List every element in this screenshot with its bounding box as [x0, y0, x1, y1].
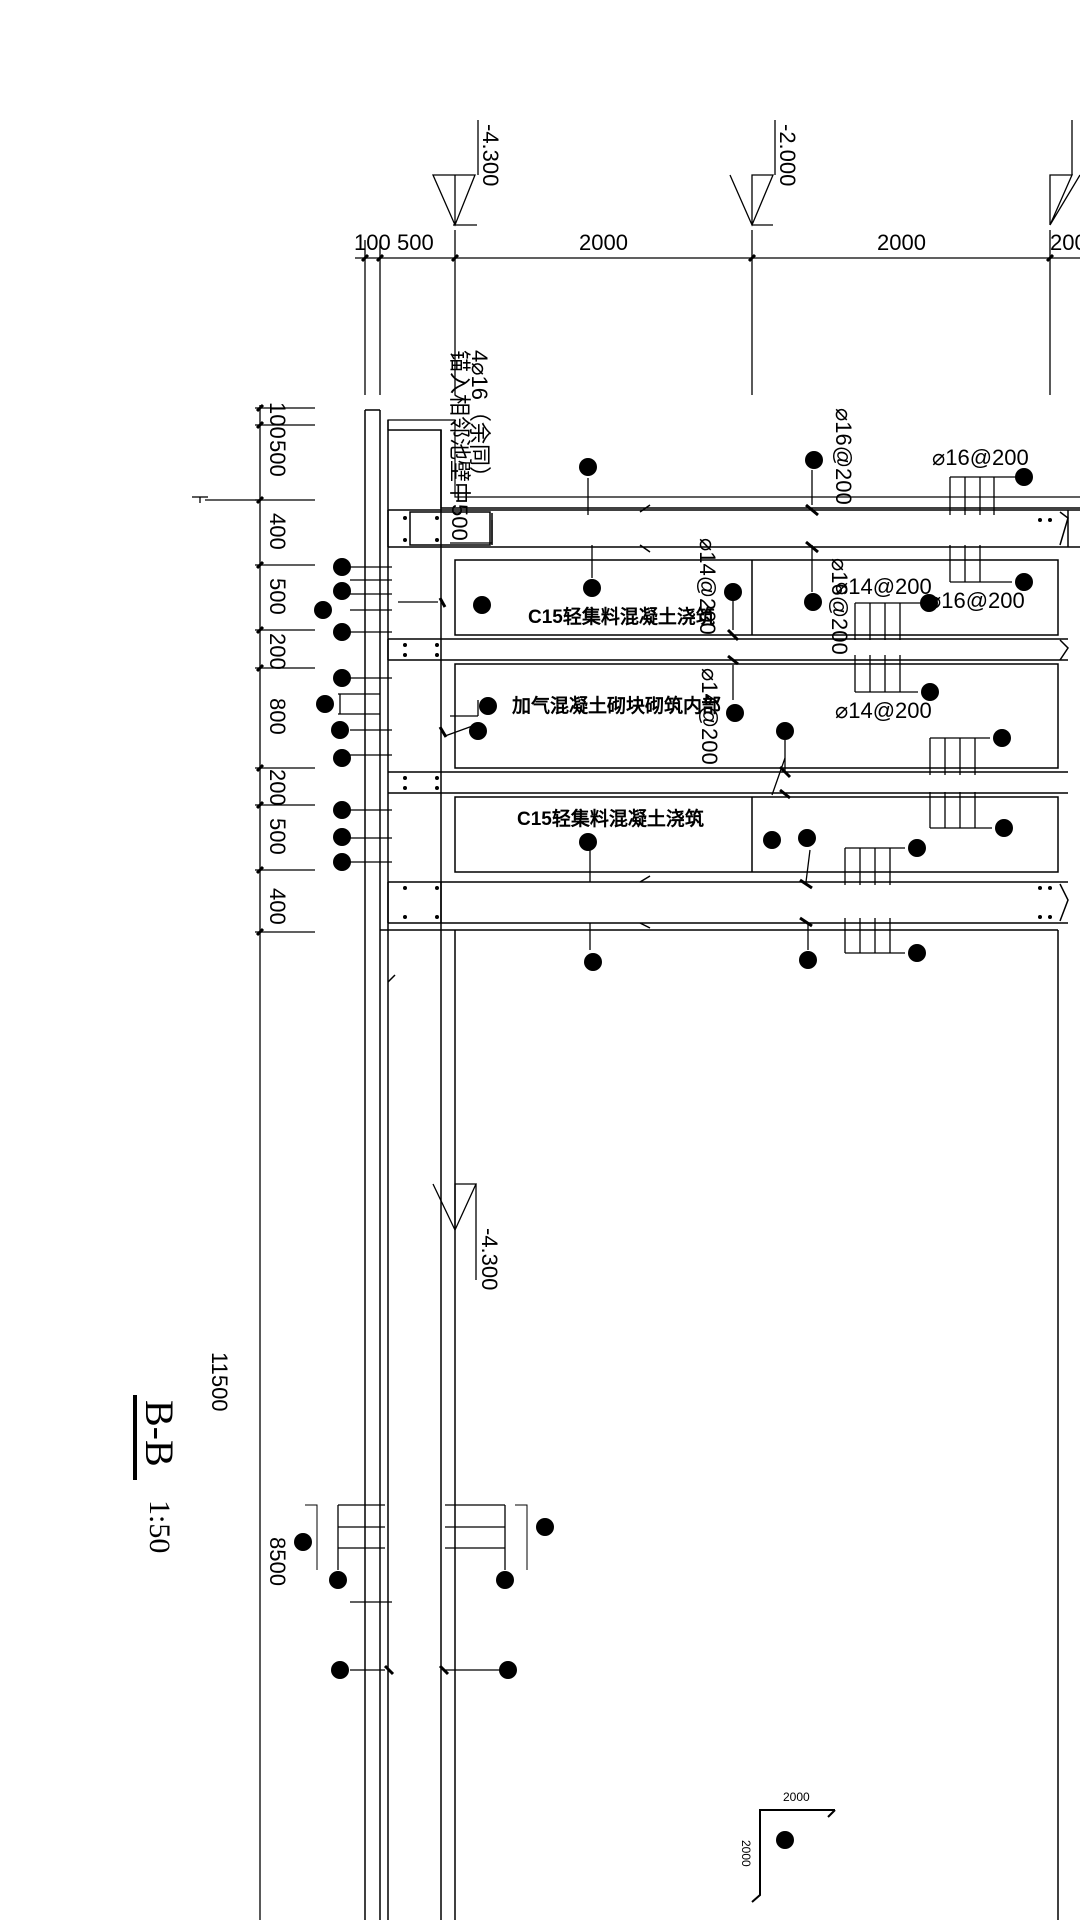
fill-note-c15-top: C15轻集料混凝土浇筑 — [528, 605, 715, 628]
bubble-1b-bottom: 1b — [497, 1573, 512, 1588]
dim-top-500: 500 — [397, 230, 434, 255]
bubble-29-top: 29 — [585, 581, 599, 596]
elevation-label-3: -4.300 — [477, 1228, 502, 1290]
elevation-marker-3 — [1049, 120, 1080, 226]
rebar-label-v1: ⌀16@200 — [831, 408, 856, 505]
elevation-marker-2 — [729, 174, 774, 227]
bubble-18-mid: 18 — [801, 953, 815, 968]
bubble-14-left: 14 — [335, 584, 350, 599]
side-dimension-chain — [192, 403, 315, 1920]
bubble-28-top: 28 — [581, 460, 595, 475]
rebar-label-r1: ⌀16@200 — [932, 445, 1029, 470]
dim-side-200: 200 — [265, 633, 290, 670]
bubble-4b: 4 — [998, 731, 1006, 746]
bubble-3a-left: 3a — [333, 723, 348, 738]
bubble-16-left-b: 16 — [335, 803, 349, 818]
bubble-15-left: 15 — [335, 671, 349, 686]
dim-top-100: 100 — [354, 230, 391, 255]
bubble-6: 6 — [913, 946, 920, 961]
bubble-3: 3 — [925, 596, 932, 611]
elevation-label-2: -2.000 — [775, 124, 800, 186]
dim-side-400: 400 — [265, 513, 290, 550]
dim-top-2000-b: 2000 — [877, 230, 926, 255]
bubble-13-left: 13 — [335, 560, 349, 575]
bubble-14-top: 14 — [806, 595, 821, 610]
bubble-3b-bottom: 3b — [537, 1520, 552, 1535]
bubble-17-mid: 17 — [800, 831, 814, 846]
bubble-3a-bottom: 3a — [296, 1535, 311, 1550]
top-dimension-chain — [355, 230, 1080, 395]
detail-dim-h: 2000 — [783, 1790, 810, 1804]
bubble-28-left: 28 — [316, 603, 330, 618]
bubble-15-top: 15 — [726, 585, 740, 600]
dim-side-800: 800 — [265, 698, 290, 735]
dim-side-500: 500 — [265, 440, 290, 477]
anchor-note-line1: 4⌀16（余同） — [467, 350, 492, 488]
bubble-15-left-b: 15 — [335, 751, 349, 766]
bubble-1: 1 — [1020, 470, 1027, 485]
detail-bubble: 28 — [778, 1833, 792, 1848]
bubble-29-bottom: 29 — [586, 955, 600, 970]
bubble-2: 2 — [1020, 575, 1027, 590]
dim-side-11500: 11500 — [207, 1352, 232, 1412]
rebar-label-r3: ⌀14@200 — [835, 574, 932, 599]
dim-top-200: 200 — [1050, 230, 1080, 255]
elevation-marker-1 — [432, 174, 477, 227]
bubbles: 1 2 3 4 4 3 5 6 28 29 28 29 29 13 14 15 … — [294, 451, 1033, 1679]
bubble-18-left: 18 — [335, 855, 349, 870]
bubble-13-top: 13 — [807, 453, 821, 468]
elevation-label-1: -4.300 — [478, 124, 503, 186]
bubble-3b: 3 — [1000, 821, 1007, 836]
dim-side-500c: 500 — [265, 818, 290, 855]
rebar-label-v2: ⌀14@200 — [695, 538, 720, 635]
bubble-15-mid: 15 — [765, 833, 779, 848]
rebar-label-v4: ⌀14@200 — [697, 668, 722, 765]
section-title: B-B — [137, 1400, 182, 1467]
dim-top-2000-a: 2000 — [579, 230, 628, 255]
dim-side-200b: 200 — [265, 769, 290, 806]
bubble-2b-bottom: 2b — [500, 1663, 515, 1678]
section-scale: 1:50 — [143, 1500, 176, 1553]
bubble-16-left: 16 — [335, 625, 349, 640]
dim-side-500b: 500 — [265, 578, 290, 615]
bubble-17-left: 17 — [335, 830, 349, 845]
corner-detail — [751, 1809, 836, 1903]
bubble-29-left: 29 — [475, 598, 489, 613]
dim-side-100: 100 — [265, 402, 290, 439]
bubble-16-mid: 16 — [778, 724, 792, 739]
dim-side-400b: 400 — [265, 888, 290, 925]
rebar-label-r4: ⌀14@200 — [835, 698, 932, 723]
rebar-label-r2: ⌀16@200 — [928, 588, 1025, 613]
anchor-note-line2: 锚入相邻池壁中500 — [447, 350, 472, 541]
fill-note-aerated: 加气混凝土砌块砌筑内部 — [511, 694, 721, 717]
detail-dim-v: 2000 — [739, 1840, 753, 1867]
slab-dots — [403, 516, 1052, 919]
rebar-leaders — [305, 470, 1020, 1676]
bubble-4: 4 — [926, 685, 934, 700]
bubble-5: 5 — [913, 841, 920, 856]
bubble-2a-bottom: 2a — [333, 1663, 348, 1678]
bubble-28-mid: 28 — [581, 835, 595, 850]
bubble-1a-left: 1a — [318, 697, 333, 712]
bubble-2b: 2b — [480, 699, 495, 714]
fill-note-c15-bottom: C15轻集料混凝土浇筑 — [517, 807, 704, 830]
wall-and-slabs — [364, 409, 1080, 1920]
dim-side-8500: 8500 — [265, 1537, 290, 1586]
rebar-label-v3: ⌀16@200 — [827, 558, 852, 655]
bubble-3b: 3b — [470, 724, 485, 739]
bubble-1a-bottom: 1a — [331, 1573, 346, 1588]
bubble-16-top: 16 — [728, 706, 742, 721]
